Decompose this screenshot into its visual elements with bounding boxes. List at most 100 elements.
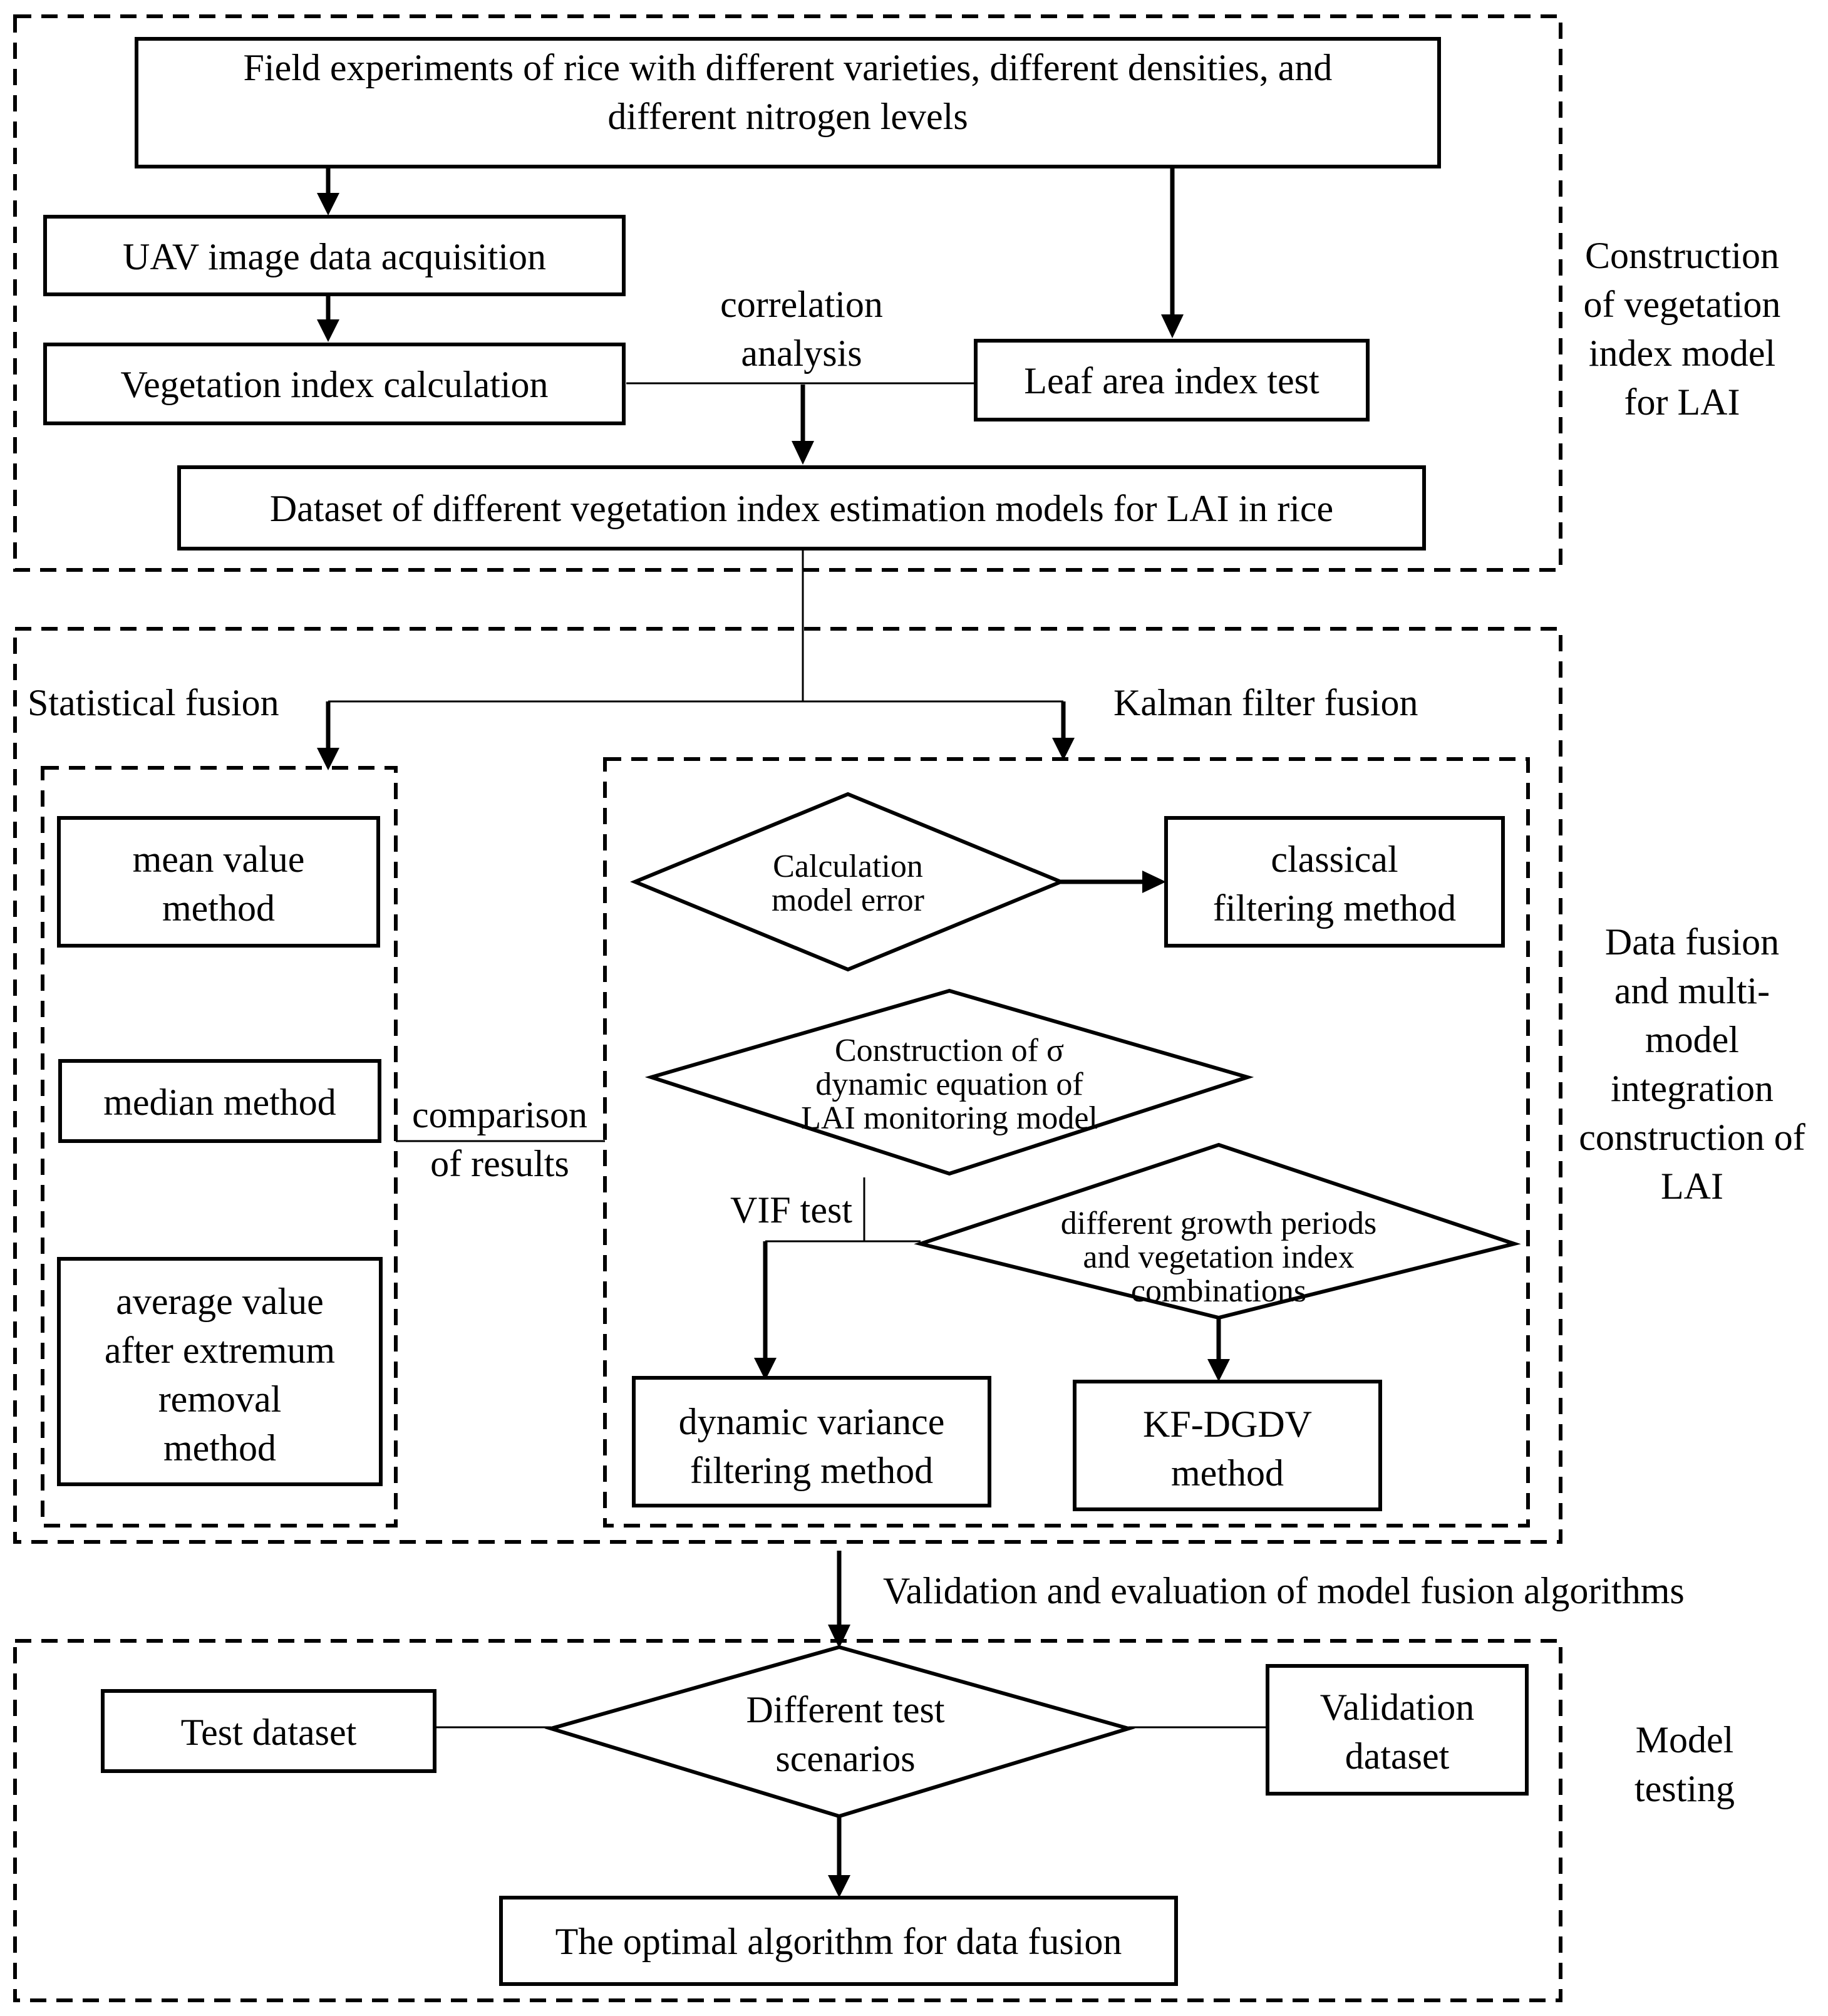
node-dyn-var-text-line: filtering method [690, 1450, 933, 1491]
node-calc-err-text-line: Calculation [773, 849, 923, 884]
node-mean [57, 816, 380, 948]
node-mean-text-line: method [162, 887, 275, 929]
region-construction-label-line: index model [1589, 333, 1775, 374]
node-avg-ext-text-line: removal [158, 1378, 282, 1420]
node-optimal-text: The optimal algorithm for data fusion [555, 1921, 1122, 1962]
label-statistical: Statistical fusion [28, 682, 279, 723]
region-kalman-frame [603, 757, 1530, 1528]
node-scenarios-text-line: Different test [746, 1689, 944, 1730]
region-statistical-frame [41, 766, 398, 1528]
node-sigma-text-line: dynamic equation of [815, 1067, 1083, 1102]
node-vi-calc [43, 343, 626, 425]
node-field-text-line: different nitrogen levels [607, 96, 968, 137]
arrow-field-to-lai-test-head [1161, 314, 1184, 338]
node-median-text: median method [103, 1082, 336, 1123]
node-classical-text-line: filtering method [1213, 887, 1456, 929]
node-uav-text: UAV image data acquisition [123, 236, 546, 277]
node-calc-err [630, 792, 1066, 972]
arrow-calc-err-to-classical-head [1142, 871, 1166, 893]
node-dataset-text: Dataset of different vegetation index es… [270, 488, 1333, 529]
node-classical-text-line: classical [1271, 839, 1398, 880]
node-growth-text-line: combinations [1131, 1273, 1306, 1309]
label-statistical-line: Statistical fusion [28, 682, 279, 723]
region-construction-label-line: Construction [1585, 235, 1779, 276]
node-median [58, 1059, 381, 1143]
label-correlation-line: analysis [741, 333, 862, 374]
node-uav [43, 215, 626, 296]
region-construction-label-line: of vegetation [1584, 284, 1781, 325]
label-comparison-line: of results [430, 1143, 569, 1184]
arrow-vif-to-dyn-var-head [754, 1358, 777, 1380]
region-fusion-label-line: construction of [1579, 1117, 1805, 1158]
region-fusion-label-line: model [1645, 1019, 1739, 1060]
node-sigma-text-line: Construction of σ [835, 1033, 1064, 1068]
node-scenarios [544, 1645, 1135, 1819]
label-kalman: Kalman filter fusion [1113, 682, 1418, 723]
node-dataset-text-line: Dataset of different vegetation index es… [270, 488, 1333, 529]
node-vi-calc-text-line: Vegetation index calculation [120, 364, 548, 405]
arrow-growth-to-kf-head [1207, 1359, 1230, 1382]
node-growth-text-line: different growth periods [1061, 1206, 1376, 1241]
node-mean-text-line: mean value [133, 839, 305, 880]
label-correlation-line: correlation [720, 284, 883, 325]
label-correlation: correlation analysis [720, 284, 883, 374]
arrow-fusion-to-testing-head [828, 1625, 850, 1648]
label-vif: VIF test [730, 1189, 852, 1231]
node-avg-ext-text-line: after extremum [105, 1330, 335, 1371]
region-testing-label: Model testing [1634, 1719, 1735, 1809]
node-growth-text-line: and vegetation index [1083, 1239, 1354, 1275]
node-dataset [177, 465, 1426, 551]
label-validation-eval: Validation and evaluation of model fusio… [883, 1570, 1685, 1611]
node-kf-dgdv-text-line: method [1171, 1452, 1284, 1494]
node-optimal [499, 1896, 1178, 1986]
region-fusion-label-line: LAI [1661, 1166, 1723, 1207]
node-lai-test-text-line: Leaf area index test [1024, 360, 1319, 401]
node-val-ds-text-line: dataset [1345, 1735, 1450, 1777]
label-validation-eval-line: Validation and evaluation of model fusio… [883, 1570, 1685, 1611]
node-test-ds-text: Test dataset [181, 1712, 357, 1753]
node-lai-test-text: Leaf area index test [1024, 360, 1319, 401]
arrow-to-statistical-head [317, 748, 339, 770]
region-testing-label-line: Model [1636, 1719, 1734, 1760]
node-val-ds-text: Validation dataset [1320, 1687, 1475, 1777]
node-dyn-var [632, 1376, 991, 1507]
node-uav-text-line: UAV image data acquisition [123, 236, 546, 277]
label-comparison-line: comparison [412, 1094, 587, 1135]
node-avg-ext-text-line: method [163, 1427, 276, 1469]
arrow-uav-to-vi-calc-head [317, 319, 339, 342]
node-optimal-text-line: The optimal algorithm for data fusion [555, 1921, 1122, 1962]
node-field [135, 37, 1441, 168]
node-kf-dgdv-text: KF-DGDV method [1143, 1403, 1312, 1494]
arrow-scenarios-to-optimal-head [828, 1875, 850, 1898]
node-val-ds [1266, 1664, 1529, 1796]
node-avg-ext-text: average value after extremum removal method [105, 1281, 335, 1469]
node-scenarios-text-line: scenarios [775, 1738, 915, 1779]
node-avg-ext [57, 1257, 383, 1486]
node-sigma [644, 988, 1254, 1176]
node-scenarios-text: Different test scenarios [746, 1689, 944, 1779]
node-growth [914, 1142, 1521, 1320]
node-mean-text: mean value method [133, 839, 305, 929]
region-testing-frame [13, 1639, 1562, 2002]
region-testing-label-line: testing [1634, 1768, 1735, 1809]
node-avg-ext-text-line: average value [116, 1281, 323, 1322]
node-lai-test [974, 339, 1370, 421]
node-kf-dgdv [1073, 1380, 1382, 1511]
node-classical-text: classical filtering method [1213, 839, 1456, 929]
region-fusion-label-line: and multi- [1614, 970, 1770, 1011]
node-median-text-line: median method [103, 1082, 336, 1123]
label-vif-line: VIF test [730, 1189, 852, 1231]
region-fusion-label-line: integration [1611, 1068, 1774, 1109]
node-kf-dgdv-text-line: KF-DGDV [1143, 1403, 1312, 1445]
node-vi-calc-text: Vegetation index calculation [120, 364, 548, 405]
arrow-to-kalman-head [1052, 738, 1075, 760]
node-val-ds-text-line: Validation [1320, 1687, 1475, 1728]
node-dyn-var-text-line: dynamic variance [679, 1401, 945, 1442]
node-test-ds-text-line: Test dataset [181, 1712, 357, 1753]
